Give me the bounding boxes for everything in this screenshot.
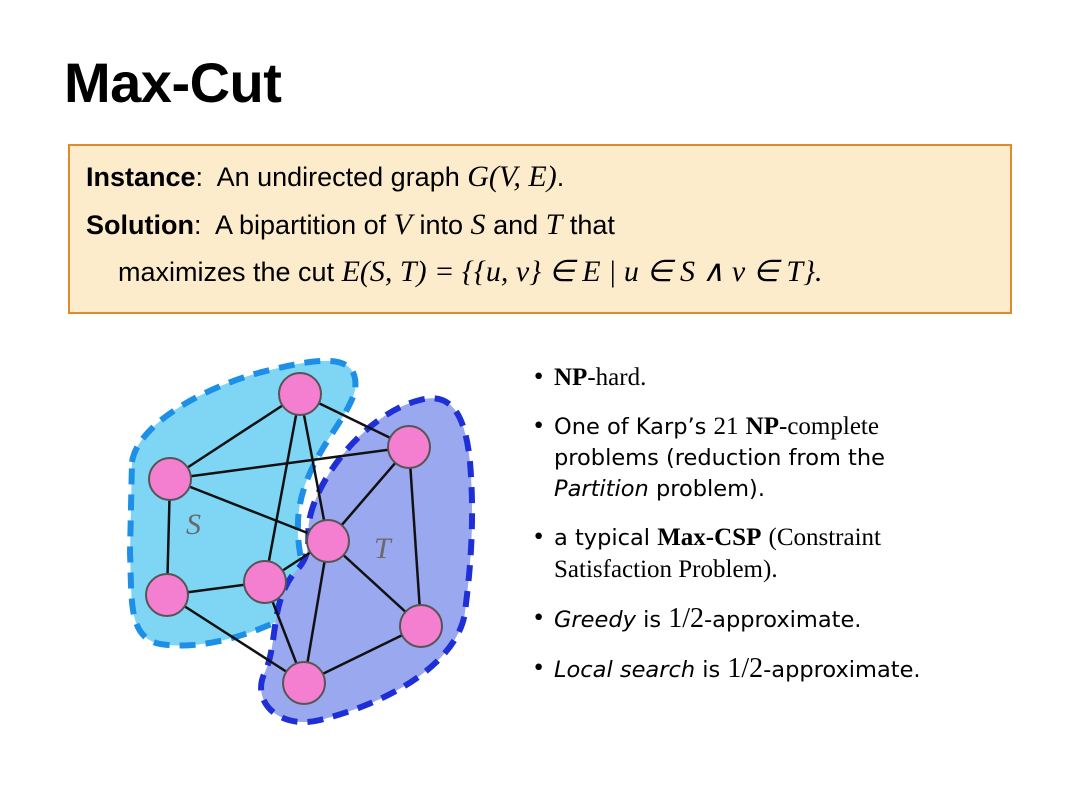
solution-math-t: T [545, 208, 563, 241]
solution-label: Solution [86, 210, 194, 240]
graph-node [387, 425, 431, 469]
graph-node [278, 372, 322, 416]
solution-math-s: S [470, 208, 486, 241]
solution-text-c: and [493, 210, 539, 240]
graph-node [148, 457, 192, 501]
slide-title: Max-Cut [64, 51, 282, 114]
bullet-list: NP-hard. One of Karp’s 21 NP-complete pr… [532, 362, 1052, 703]
definition-box: Instance: An undirected graph G(V, E). S… [68, 144, 1012, 314]
instance-line: Instance: An undirected graph G(V, E). [86, 160, 565, 193]
cut-line: maximizes the cut E(S, T) = {{u, v} ∈ E … [118, 254, 823, 289]
cut-text: maximizes the cut [118, 257, 335, 287]
solution-text-a: A bipartition of [215, 210, 387, 240]
solution-math-v: V [393, 208, 412, 241]
bullet-max-csp: a typical Max-CSP (Constraint Satisfacti… [532, 522, 1052, 586]
instance-math: G(V, E) [467, 160, 557, 193]
solution-text-d: that [569, 210, 615, 240]
instance-label: Instance [86, 162, 196, 192]
graph-node [145, 573, 189, 617]
colon: : [195, 162, 217, 192]
bullet-greedy: Greedy is 1/2-approximate. [532, 603, 1052, 636]
solution-line: Solution: A bipartition of V into S and … [86, 208, 615, 241]
cut-formula: E(S, T) = {{u, v} ∈ E | u ∈ S ∧ v ∈ T}. [341, 255, 823, 288]
solution-text-b: into [419, 210, 464, 240]
graph-node [306, 519, 350, 563]
graph-node [399, 604, 443, 648]
bullet-np-hard: NP-hard. [532, 362, 1052, 394]
set-t-label: T [374, 532, 393, 565]
set-s-label: S [186, 508, 201, 541]
bullet-karp: One of Karp’s 21 NP-complete problems (r… [532, 411, 1052, 505]
graph-node [243, 560, 287, 604]
graph-node [282, 661, 326, 705]
bullet-local-search: Local search is 1/2-approximate. [532, 653, 1052, 686]
cut-graph-diagram: S T [126, 357, 476, 725]
instance-text: An undirected graph [216, 162, 460, 192]
